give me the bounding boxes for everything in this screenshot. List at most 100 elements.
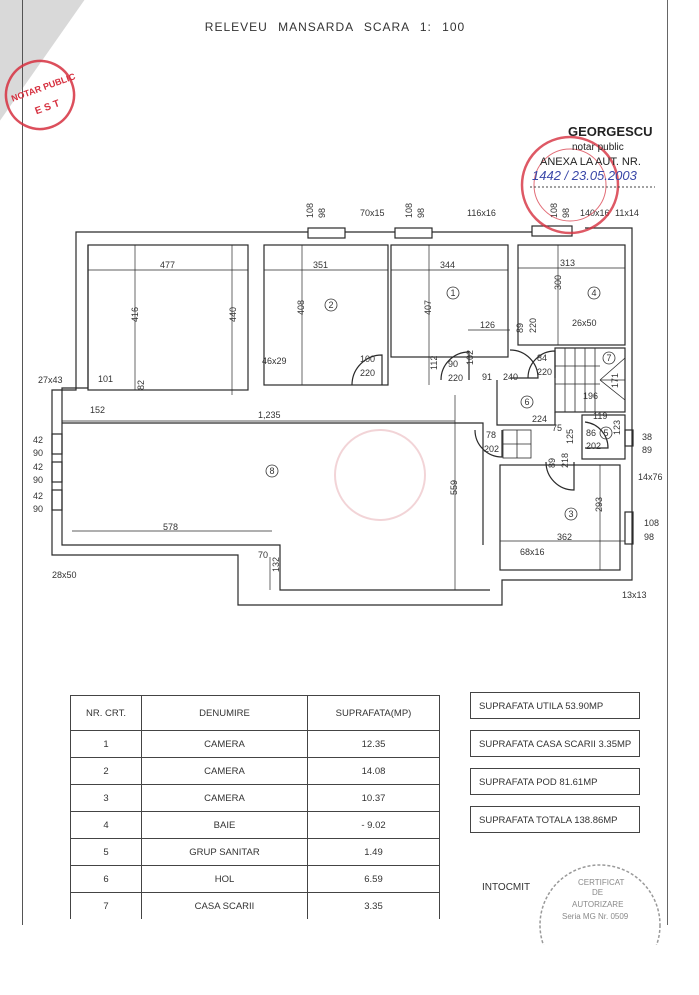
left-notary-stamp: NOTAR PUBLIC EST [4,59,77,131]
dimension-label: 440 [228,307,238,322]
cell-suprafata: 10.37 [307,784,440,812]
room-number: 3 [568,509,573,519]
dimension-label: 313 [560,258,575,268]
summary-attic-area: SUPRAFATA POD 81.61MP [470,768,640,795]
notary-name: GEORGESCU [568,124,653,139]
cell-denumire: CASA SCARII [141,892,308,919]
dimension-label: 89 [515,323,525,333]
cell-nr: 7 [70,892,142,919]
dimension-label: 293 [594,497,604,512]
dimension-label: 98 [561,208,571,218]
dimension-label: 108 [644,518,659,528]
cell-suprafata: 3.35 [307,892,440,919]
dimension-label: 196 [583,391,598,401]
dimension-label: 559 [449,480,459,495]
window [307,227,346,239]
room-number: 5 [603,428,608,438]
walls [51,225,634,606]
room-number: 1 [450,288,455,298]
cell-denumire: CAMERA [141,730,308,758]
dimension-label: 108 [305,203,315,218]
outer-wall [51,227,633,606]
dimension-label: 90 [33,448,43,458]
dimension-label: 220 [537,367,552,377]
room-number: 2 [328,300,333,310]
room-number-circle [265,464,279,478]
dimension-label: 240 [503,372,518,382]
dimension-label: 102 [465,350,475,365]
table-header-row: NR. CRT. DENUMIRE SUPRAFATA(MP) [70,695,440,731]
room-number: 7 [606,353,611,363]
room-number: 6 [524,397,529,407]
door-swing [509,349,539,379]
dimension-label: 27x43 [38,375,63,385]
room-number-circle [602,351,616,365]
dimension-label: 351 [313,260,328,270]
dimension-label: 90 [33,475,43,485]
cell-nr: 1 [70,730,142,758]
cell-suprafata: 12.35 [307,730,440,758]
cell-denumire: HOL [141,865,308,893]
hall-6-outline [496,380,556,426]
dimension-label: 116x16 [467,208,496,218]
dimension-label: 407 [423,300,433,315]
dimension-label: 578 [163,522,178,532]
dimension-label: 98 [317,208,327,218]
dimension-label: 42 [33,491,43,501]
dimension-label: 89 [642,445,652,455]
room-1-outline [390,244,509,358]
dimension-label: 362 [557,532,572,542]
dimension-label: 42 [33,435,43,445]
col-header-suprafata: SUPRAFATA(MP) [307,695,440,731]
cell-suprafata: - 9.02 [307,811,440,839]
summary-stair-area: SUPRAFATA CASA SCARII 3.35MP [470,730,640,757]
window [51,433,63,455]
dimension-label: 408 [296,300,306,315]
dimension-label: 78 [486,430,496,440]
dimension-label: 220 [360,368,375,378]
window [51,489,63,511]
dimension-label: 42 [33,462,43,472]
cell-suprafata: 6.59 [307,865,440,893]
dimension-label: 68x16 [520,547,545,557]
dimension-label: 126 [480,320,495,330]
cert-line: AUTORIZARE [572,900,623,909]
dimension-label: 220 [448,373,463,383]
dimension-label: 108 [549,203,559,218]
notary-role: notar public [572,142,624,153]
dimension-label: 91 [482,372,492,382]
dimension-label: 26x50 [572,318,597,328]
dimension-label: 123 [612,420,622,435]
window [624,429,634,447]
room-pod-upper [87,244,249,391]
dimension-label: 171 [610,373,620,388]
room-number-circle [520,395,534,409]
room-number: 4 [591,288,596,298]
dimension-label: 98 [416,208,426,218]
window [531,225,573,237]
dimension-label: 11x14 [615,208,639,218]
dimension-label: 90 [33,504,43,514]
dimension-label: 108 [404,203,414,218]
dimension-label: 100 [360,354,375,364]
annex-label: ANEXA LA AUT. NR. [540,156,641,168]
dimension-label: 202 [484,444,499,454]
dimension-label: 218 [560,453,570,468]
dimension-label: 300 [553,275,563,290]
dimension-label: 28x50 [52,570,77,580]
room-number-circle [587,286,601,300]
dimension-label: 152 [90,405,105,415]
left-stamp-text: NOTAR PUBLIC [10,71,77,104]
cell-nr: 6 [70,865,142,893]
door-swing [545,461,575,491]
dimension-label: 90 [448,359,458,369]
door-swing [351,354,383,386]
